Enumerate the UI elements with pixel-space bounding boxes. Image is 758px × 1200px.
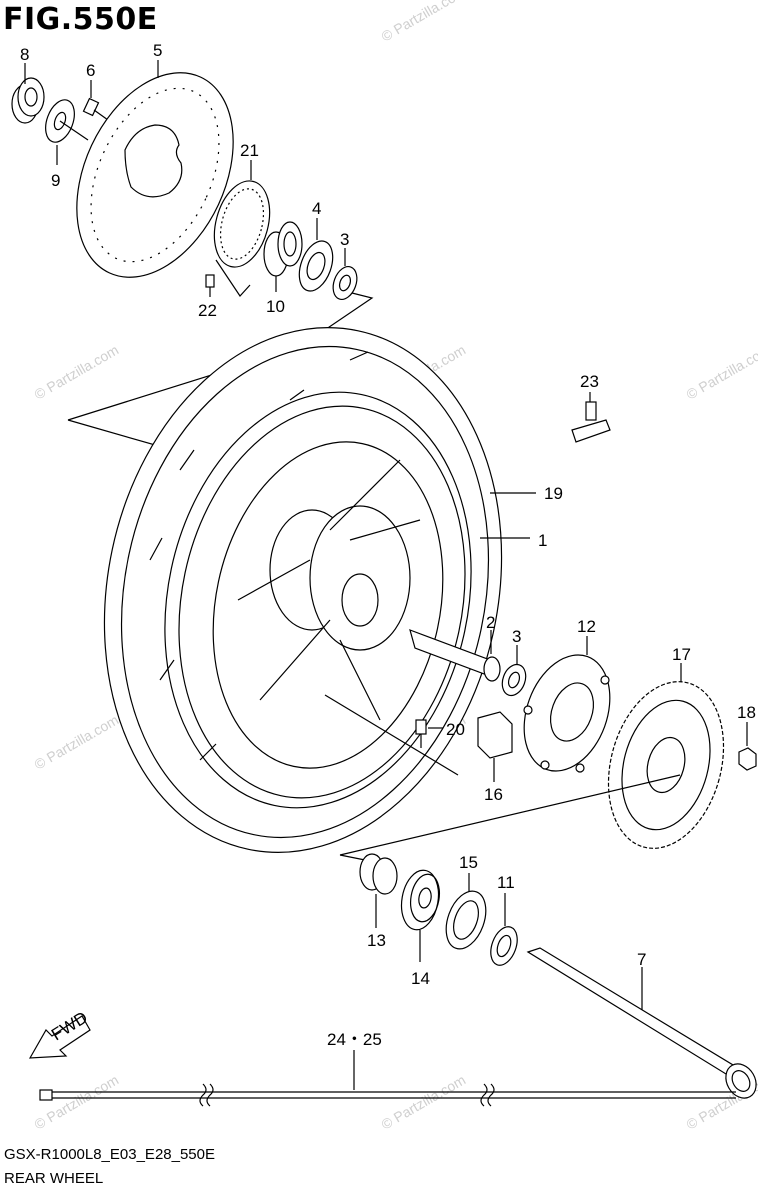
part-11-collar — [490, 893, 518, 966]
callout-label: 3 — [512, 627, 521, 646]
callout-label: 20 — [446, 720, 465, 739]
part-5-brake-disc — [76, 60, 234, 278]
callout-label: 11 — [497, 873, 515, 892]
callout-label: 17 — [672, 645, 691, 664]
figure-title: FIG.550E — [3, 2, 158, 37]
callout-label: 19 — [544, 484, 563, 503]
callout-label: 9 — [51, 171, 60, 190]
part-3-seal-lower — [501, 645, 527, 697]
callout-label: 18 — [737, 703, 756, 722]
part-21-sensor-ring — [213, 160, 271, 297]
watermark: © Partzilla.com — [32, 1072, 122, 1133]
part-7-axle — [526, 947, 757, 1099]
callout-label: 4 — [312, 199, 321, 218]
callout-label: 8 — [20, 45, 29, 64]
callout-label: 24・25 — [327, 1030, 382, 1049]
part-22-screw — [205, 274, 215, 297]
callout-label: 23 — [580, 372, 599, 391]
callout-label: 1 — [538, 531, 547, 550]
callout-labels: 1 2 3 3 4 5 6 7 8 9 10 11 12 13 14 15 16… — [20, 41, 756, 1049]
part-2-spacer — [409, 629, 501, 682]
callout-label: 5 — [153, 41, 162, 60]
watermark: © Partzilla.com — [379, 1072, 469, 1133]
part-15-seal — [445, 873, 487, 950]
part-18-nut — [738, 722, 757, 771]
part-16-damper — [477, 711, 513, 782]
callout-label: 16 — [484, 785, 503, 804]
part-10-collar — [263, 221, 303, 292]
part-20-valve — [415, 719, 443, 748]
fwd-arrow: FWD — [28, 1008, 91, 1059]
part-4-bearing — [298, 218, 334, 292]
callout-label: 10 — [266, 297, 285, 316]
callout-label: 14 — [411, 969, 430, 988]
part-1-19-wheel-and-tire — [103, 327, 536, 853]
part-8-nut — [11, 63, 45, 124]
part-9-washer — [45, 99, 89, 165]
part-17-sprocket — [339, 663, 725, 856]
watermark: © Partzilla.com — [32, 342, 122, 403]
part-6-bolt — [82, 80, 109, 121]
section-name: REAR WHEEL — [4, 1170, 104, 1187]
watermark: © Partzilla.com — [379, 0, 469, 45]
callout-label: 12 — [577, 617, 596, 636]
callout-label: 15 — [459, 853, 478, 872]
part-14-bearing — [400, 869, 441, 962]
callout-label: 3 — [340, 230, 349, 249]
callout-label: 7 — [637, 950, 646, 969]
callout-label: 13 — [367, 931, 386, 950]
part-3-seal-upper — [332, 248, 358, 301]
part-23-balance-weight — [571, 392, 611, 443]
callout-label: 6 — [86, 61, 95, 80]
watermark: © Partzilla.com — [32, 712, 122, 773]
callout-label: 2 — [486, 613, 495, 632]
watermark: © Partzilla.com — [684, 342, 758, 403]
part-12-sprocket-carrier — [523, 636, 611, 773]
model-code: GSX-R1000L8_E03_E28_550E — [4, 1146, 215, 1163]
callout-label: 22 — [198, 301, 217, 320]
part-13-collar — [359, 853, 398, 928]
callout-label: 21 — [240, 141, 259, 160]
part-24-25-rod — [39, 1050, 736, 1107]
